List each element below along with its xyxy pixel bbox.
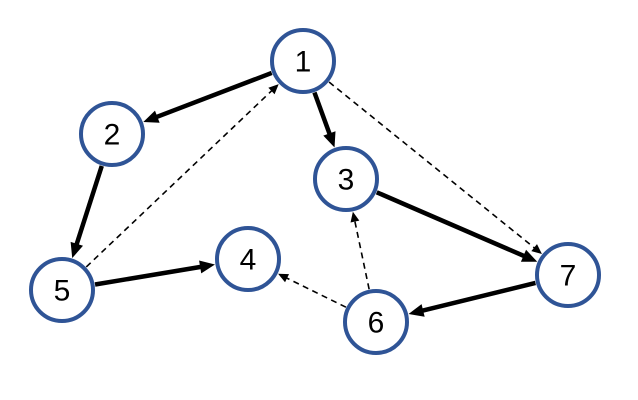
- node-circle-1: [270, 28, 336, 94]
- arrowhead-6-to-4: [278, 273, 290, 283]
- edge-2-to-5-solid: [73, 165, 104, 249]
- edge-6-to-3-dashed: [353, 218, 370, 290]
- node-circle-3: [313, 146, 379, 212]
- edge-1-to-3-solid: [312, 91, 334, 139]
- arrowhead-2-to-5: [70, 241, 83, 259]
- graph-node-6: 6: [343, 289, 409, 355]
- edge-3-to-7-solid: [375, 190, 529, 260]
- node-circle-4: [215, 226, 281, 292]
- edge-5-to-1-dashed: [85, 88, 275, 268]
- arrowhead-5-to-4: [199, 260, 215, 274]
- node-circle-7: [535, 242, 601, 308]
- arrowhead-3-to-7: [520, 249, 538, 262]
- edge-1-to-7-dashed: [328, 81, 537, 251]
- arrowhead-1-to-2: [143, 110, 160, 123]
- graph-node-5: 5: [29, 257, 95, 323]
- node-circle-2: [79, 101, 145, 167]
- graph-node-3: 3: [313, 146, 379, 212]
- arrowhead-1-to-3: [323, 131, 336, 148]
- arrowhead-7-to-6: [408, 304, 425, 317]
- arrowhead-6-to-3: [350, 211, 360, 223]
- arrowhead-5-to-1: [268, 84, 279, 95]
- edge-5-to-4-solid: [94, 264, 205, 287]
- graph-node-2: 2: [79, 101, 145, 167]
- edge-7-to-6-solid: [418, 280, 536, 314]
- arrowhead-1-to-7: [531, 244, 542, 254]
- edge-1-to-2-solid: [152, 70, 273, 121]
- node-circle-6: [343, 289, 409, 355]
- graph-node-7: 7: [535, 242, 601, 308]
- node-circle-5: [29, 257, 95, 323]
- graph-node-4: 4: [215, 226, 281, 292]
- graph-node-1: 1: [270, 28, 336, 94]
- edge-6-to-4-dashed: [283, 276, 347, 308]
